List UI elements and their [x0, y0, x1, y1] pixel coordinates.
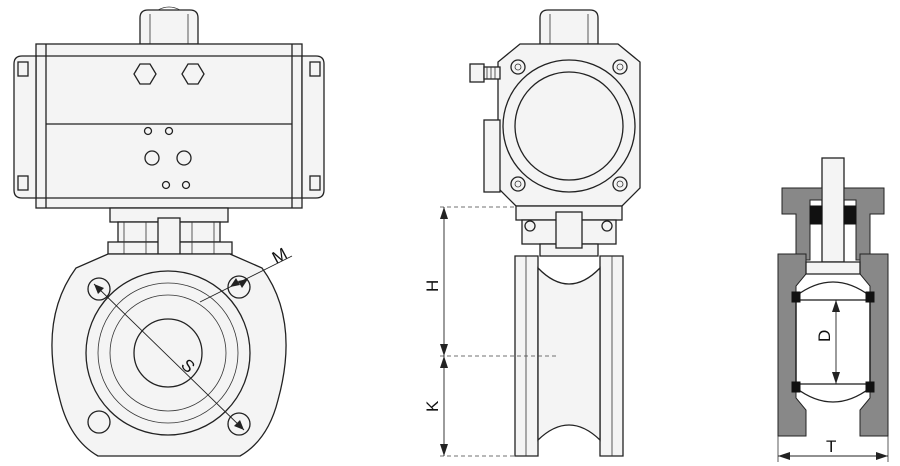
dimension-H: [440, 207, 448, 356]
dimension-D: [832, 300, 840, 384]
indicator-cap: [139, 6, 199, 45]
label-K: K: [423, 400, 442, 412]
front-view: [13, 6, 325, 457]
valve-flange: [51, 253, 287, 457]
valve-stem: [821, 157, 845, 263]
side-valve-body: [514, 255, 624, 457]
side-port-fitting: [469, 63, 501, 83]
side-actuator-body: [483, 43, 641, 207]
label-M: M: [269, 244, 290, 267]
side-bracket: [515, 205, 623, 257]
label-D: D: [815, 330, 834, 342]
dimension-T: [777, 436, 889, 462]
mounting-bracket: [107, 207, 233, 255]
label-H: H: [423, 280, 442, 292]
dimension-K: [440, 356, 448, 456]
side-indicator-cap: [539, 9, 599, 45]
side-view: [440, 9, 641, 457]
hex-nut-right: [181, 63, 205, 85]
neck-section: [781, 187, 885, 261]
dimension-S: [93, 283, 245, 431]
label-T: T: [826, 437, 836, 456]
bolt-hole-bottom-left: [87, 410, 111, 434]
actuator-body: [35, 43, 303, 209]
body-section: [777, 253, 889, 437]
ball: [791, 281, 875, 403]
dimension-M: [199, 255, 293, 303]
hex-nut-left: [133, 63, 157, 85]
cross-section-view: [777, 157, 889, 462]
end-cap-right: [301, 55, 325, 199]
end-cap-left: [13, 55, 37, 199]
